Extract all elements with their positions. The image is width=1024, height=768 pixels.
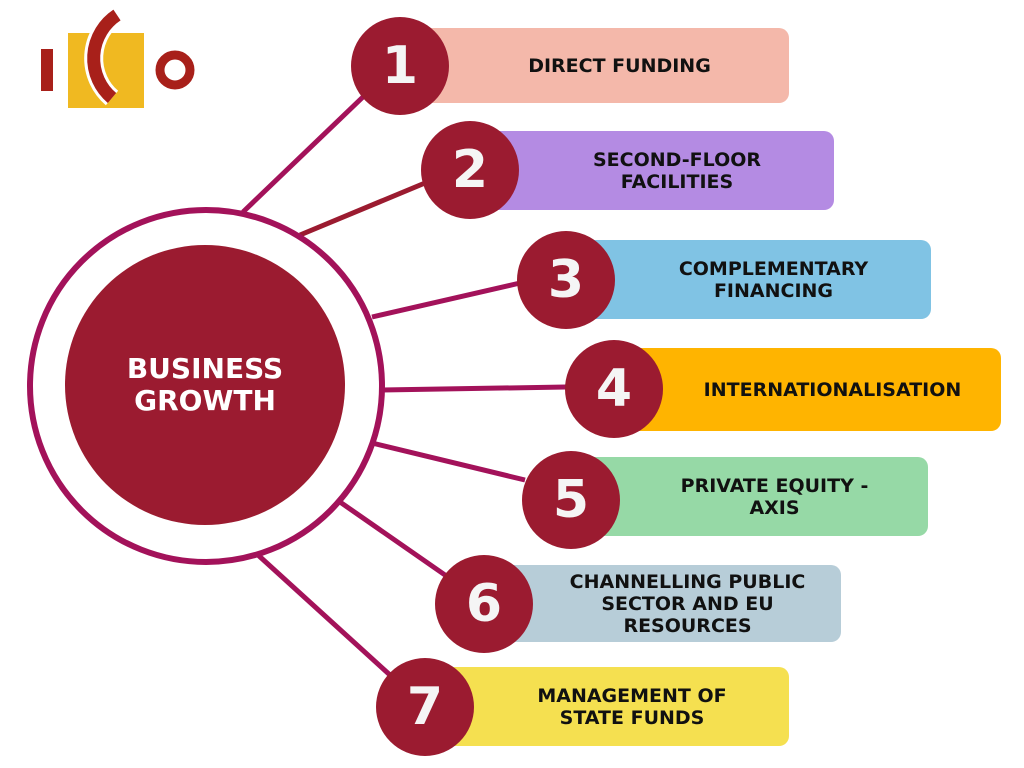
- connector-6: [338, 499, 447, 578]
- item-number-badge-3: 3: [517, 231, 615, 329]
- item-number-badge-4: 4: [565, 340, 663, 438]
- item-number-badge-5: 5: [522, 451, 620, 549]
- connector-7: [256, 553, 392, 677]
- hub-ring: [27, 207, 385, 565]
- hub-label: BUSINESS GROWTH: [126, 352, 284, 417]
- item-bar-2: SECOND-FLOOR FACILITIES: [470, 131, 834, 210]
- hub-business-growth: BUSINESS GROWTH: [65, 245, 345, 525]
- item-label: DIRECT FUNDING: [528, 54, 711, 77]
- connector-2: [299, 180, 426, 238]
- ico-logo: [41, 7, 195, 108]
- item-bar-6: CHANNELLING PUBLIC SECTOR AND EU RESOURC…: [484, 565, 841, 642]
- item-label: CHANNELLING PUBLIC SECTOR AND EU RESOURC…: [569, 570, 806, 637]
- item-number-badge-6: 6: [435, 555, 533, 653]
- connector-4: [381, 384, 567, 393]
- item-number-badge-1: 1: [351, 17, 449, 115]
- connector-3: [371, 280, 521, 320]
- item-number-badge-7: 7: [376, 658, 474, 756]
- item-bar-7: MANAGEMENT OF STATE FUNDS: [425, 667, 789, 746]
- item-bar-5: PRIVATE EQUITY - AXIS: [571, 457, 928, 536]
- item-bar-1: DIRECT FUNDING: [400, 28, 789, 103]
- item-label: MANAGEMENT OF STATE FUNDS: [537, 684, 727, 729]
- item-label: INTERNATIONALISATION: [703, 378, 962, 401]
- item-label: SECOND-FLOOR FACILITIES: [592, 148, 761, 193]
- item-bar-3: COMPLEMENTARY FINANCING: [566, 240, 931, 319]
- item-label: PRIVATE EQUITY - AXIS: [680, 474, 869, 519]
- connector-1: [241, 93, 367, 214]
- item-label: COMPLEMENTARY FINANCING: [678, 257, 869, 302]
- item-number-badge-2: 2: [421, 121, 519, 219]
- item-bar-4: INTERNATIONALISATION: [614, 348, 1001, 431]
- connector-5: [371, 440, 526, 483]
